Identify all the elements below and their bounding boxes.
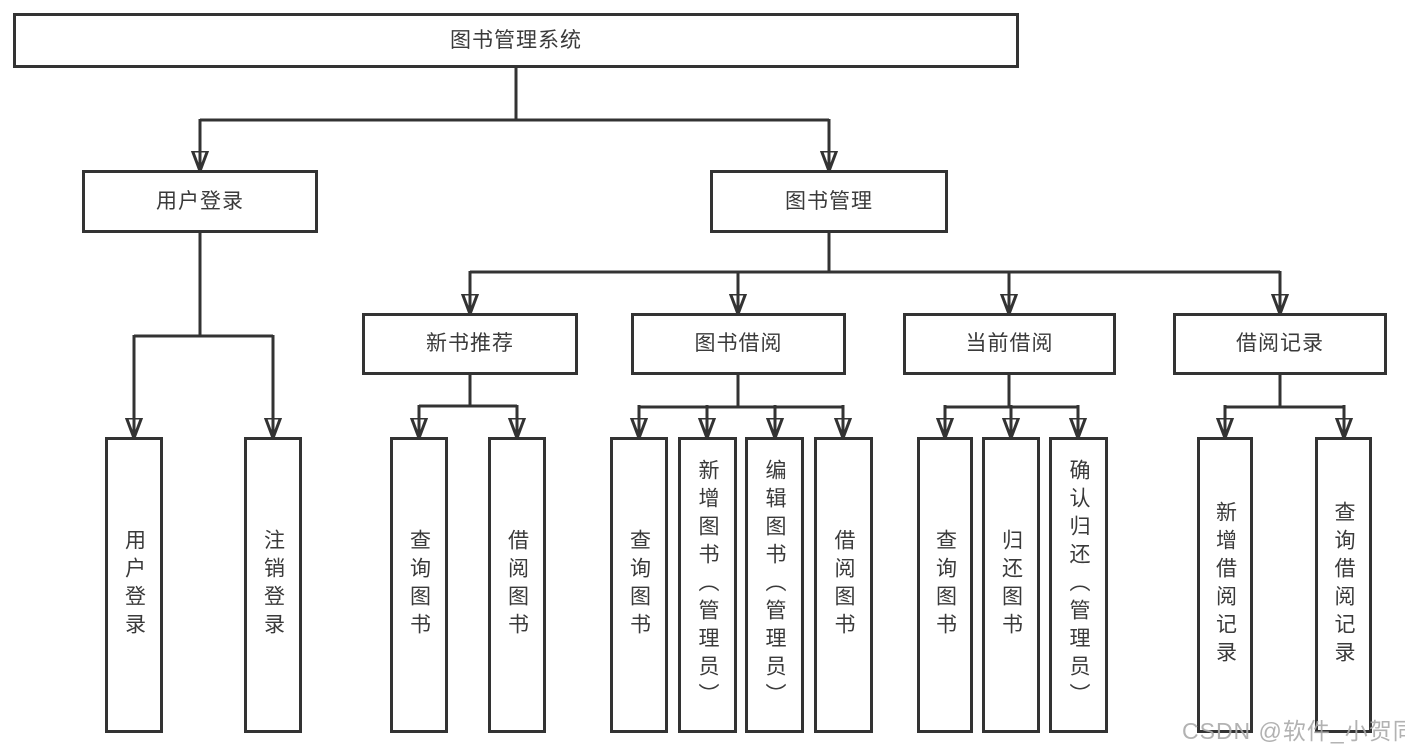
connector-newbook-to-leaves [419, 375, 517, 408]
leaf-query-borrow-record: 查询借阅记录 [1315, 437, 1372, 733]
leaf-query-books-borrow: 查询图书 [610, 437, 668, 733]
leaf-logout: 注销登录 [244, 437, 302, 733]
node-book-borrow: 图书借阅 [631, 313, 846, 375]
leaf-query-books-current: 查询图书 [917, 437, 973, 733]
leaf-borrow-books-recommend: 借阅图书 [488, 437, 546, 733]
leaf-add-books-admin: 新增图书（管理员） [678, 437, 737, 733]
leaf-confirm-return-admin: 确认归还（管理员） [1049, 437, 1108, 733]
leaf-return-books: 归还图书 [982, 437, 1040, 733]
leaf-query-books-recommend: 查询图书 [390, 437, 448, 733]
connector-bookmgmt-to-level3 [470, 233, 1280, 274]
leaf-borrow-books: 借阅图书 [814, 437, 873, 733]
leaf-user-login: 用户登录 [105, 437, 163, 733]
node-borrow-records: 借阅记录 [1173, 313, 1387, 375]
connector-borrow-to-leaves [639, 375, 843, 409]
connector-records-to-leaves [1225, 375, 1344, 409]
csdn-watermark: CSDN @软件_小贺同学 [1182, 718, 1405, 744]
leaf-edit-books-admin: 编辑图书（管理员） [745, 437, 804, 733]
connector-userlogin-to-leaves [134, 233, 273, 338]
node-user-login: 用户登录 [82, 170, 318, 233]
node-book-management: 图书管理 [710, 170, 948, 233]
node-current-borrow: 当前借阅 [903, 313, 1116, 375]
leaf-add-borrow-record: 新增借阅记录 [1197, 437, 1253, 733]
connector-current-to-leaves [945, 375, 1078, 409]
connector-root-to-level2 [200, 68, 829, 122]
node-root-system: 图书管理系统 [13, 13, 1019, 68]
node-new-book-recommend: 新书推荐 [362, 313, 578, 375]
